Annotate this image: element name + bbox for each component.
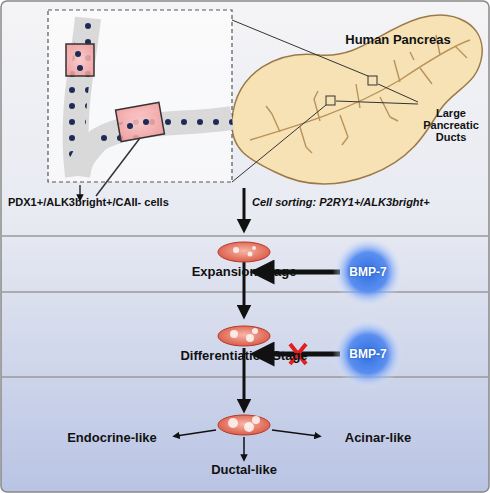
text-label: Expansion Stage [192,264,297,279]
text-label: Endocrine-like [67,430,157,445]
text-label: PDX1+/ALK3bright+/CAII- cells [8,196,169,208]
node-text: BMP-7 [349,347,386,361]
text-label: Acinar-like [345,430,411,445]
text-label: Ductal-like [211,462,277,477]
glow-circle [332,236,403,307]
bmp-circle: BMP-7 [344,330,391,377]
text-label: Differentiation Stage [180,348,307,363]
text-label: Human Pancreas [345,32,451,47]
text-label: Large Pancreatic Ducts [418,107,484,143]
glow-circle [332,318,403,389]
bmp-circle: BMP-7 [344,248,391,295]
text-label: Cell sorting: P2RY1+/ALK3bright+ [252,196,430,208]
node-text: BMP-7 [349,265,386,279]
